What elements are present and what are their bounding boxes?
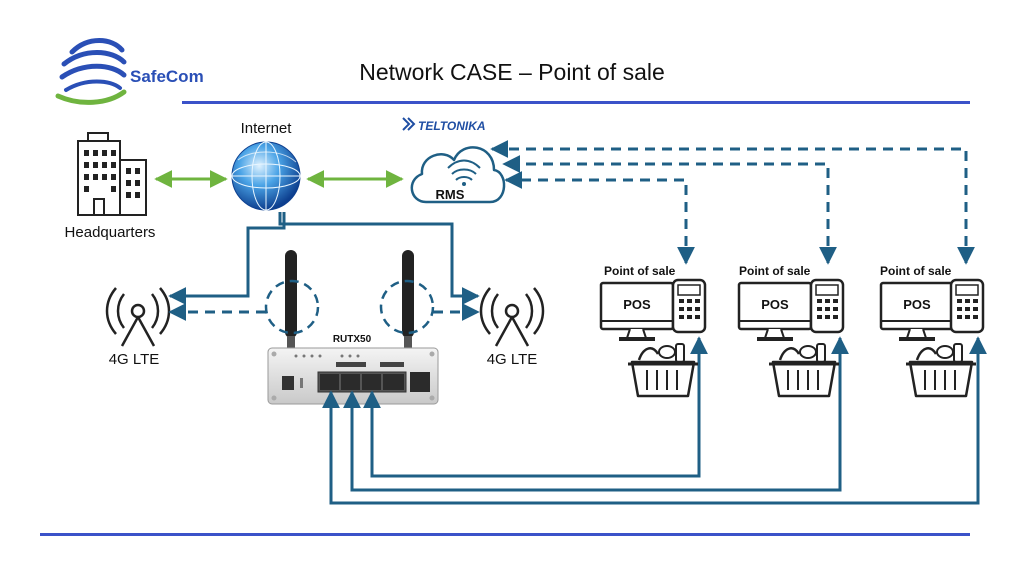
pos-screen-text: POS [623,297,651,312]
lte-tower-left: 4G LTE [105,287,171,368]
lan-links [322,336,987,505]
pos-label: Point of sale [739,264,811,278]
brand-name: SafeCom [130,67,204,86]
router-node: RUTX50 [264,250,439,405]
lte-left-label: 4G LTE [109,351,160,368]
pos-terminal-icon [599,278,707,341]
building-windows [84,150,140,198]
lte-tower-right: 4G LTE [479,287,545,368]
pos-terminal-icon [879,278,985,341]
router-pos3-link [322,336,987,505]
teltonika-logo: TELTONIKA [402,117,486,133]
antenna-right [402,250,414,350]
safecom-logo: SafeCom [55,38,204,105]
antenna-right-signal [379,279,435,335]
rms-pos3-link [490,140,975,265]
internet-lte-left-link [168,212,286,305]
cell-tower-icon [479,287,545,347]
footer-rule [40,533,970,536]
internet-node: Internet [231,120,301,211]
header-rule [182,101,970,104]
internet-label: Internet [241,120,293,137]
shopping-basket-icon [628,343,698,398]
pos-screen-text: POS [903,297,931,312]
pos-terminal-2: Point of sale POS [737,264,845,398]
shopping-basket-icon [769,343,839,398]
shopping-basket-icon [906,343,976,398]
cell-tower-icon [105,287,171,347]
rms-pos1-link [504,171,695,265]
antenna-left-signal [264,279,320,335]
headquarters-label: Headquarters [65,224,156,241]
pos-screen-text: POS [761,297,789,312]
headquarters-node: Headquarters [65,132,156,241]
globe-icon [231,141,301,211]
internet-lte-right-link [278,212,480,305]
pos-terminal-3: Point of sale POS [879,264,985,398]
rms-label: RMS [436,187,465,202]
pos-label: Point of sale [604,264,676,278]
cellular-links [168,212,480,321]
pos-terminal-icon [737,278,845,341]
router-pos2-link [343,336,849,492]
router-model-label: RUTX50 [333,334,372,345]
pos-label: Point of sale [880,264,952,278]
rms-node: TELTONIKA RMS [402,117,506,204]
rms-management-links [490,140,975,265]
pos-terminal-1: Point of sale POS [599,264,707,398]
teltonika-brand: TELTONIKA [418,119,486,133]
lte-right-label: 4G LTE [487,351,538,368]
page-title: Network CASE – Point of sale [359,59,665,85]
safecom-globe-logo-icon [55,38,127,105]
antenna-left [285,250,297,350]
